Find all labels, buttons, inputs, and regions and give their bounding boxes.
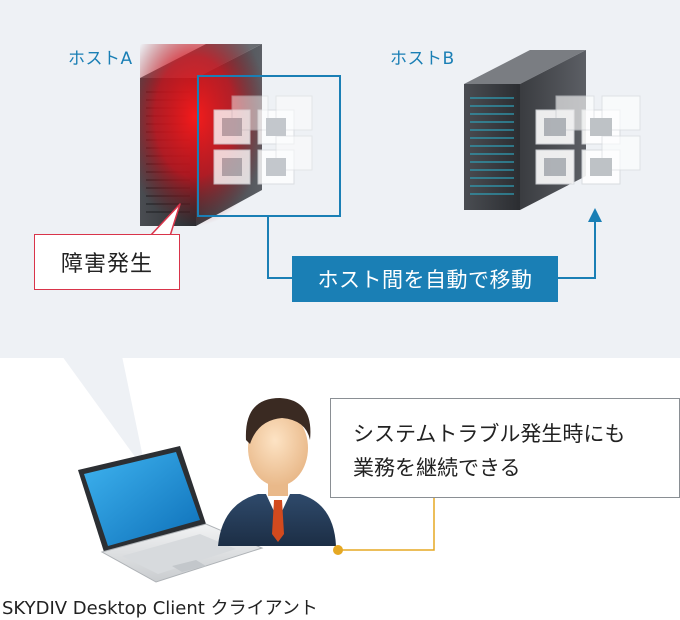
host-b-vm-cubes	[535, 95, 641, 185]
failure-callout-text: 障害発生	[60, 252, 153, 277]
host-a-label: ホストA	[68, 49, 133, 69]
benefit-line-1: システムトラブル発生時にも	[353, 422, 626, 446]
user-illustration	[218, 398, 336, 546]
benefit-line-2: 業務を継続できる	[353, 456, 521, 480]
migration-arrowhead	[588, 208, 602, 222]
benefit-connector	[338, 498, 435, 551]
migration-banner-text: ホスト間を自動で移動	[317, 268, 533, 292]
failure-callout: 障害発生	[34, 234, 180, 290]
panel-speech-tail	[62, 356, 146, 472]
benefit-connector-dot	[333, 545, 343, 555]
host-b-label: ホストB	[390, 49, 455, 69]
migration-banner: ホスト間を自動で移動	[292, 256, 558, 302]
benefit-callout: システムトラブル発生時にも 業務を継続できる	[330, 398, 680, 498]
host-a-vm-cubes	[213, 95, 313, 185]
client-label: SKYDIV Desktop Client クライアント	[2, 598, 318, 619]
